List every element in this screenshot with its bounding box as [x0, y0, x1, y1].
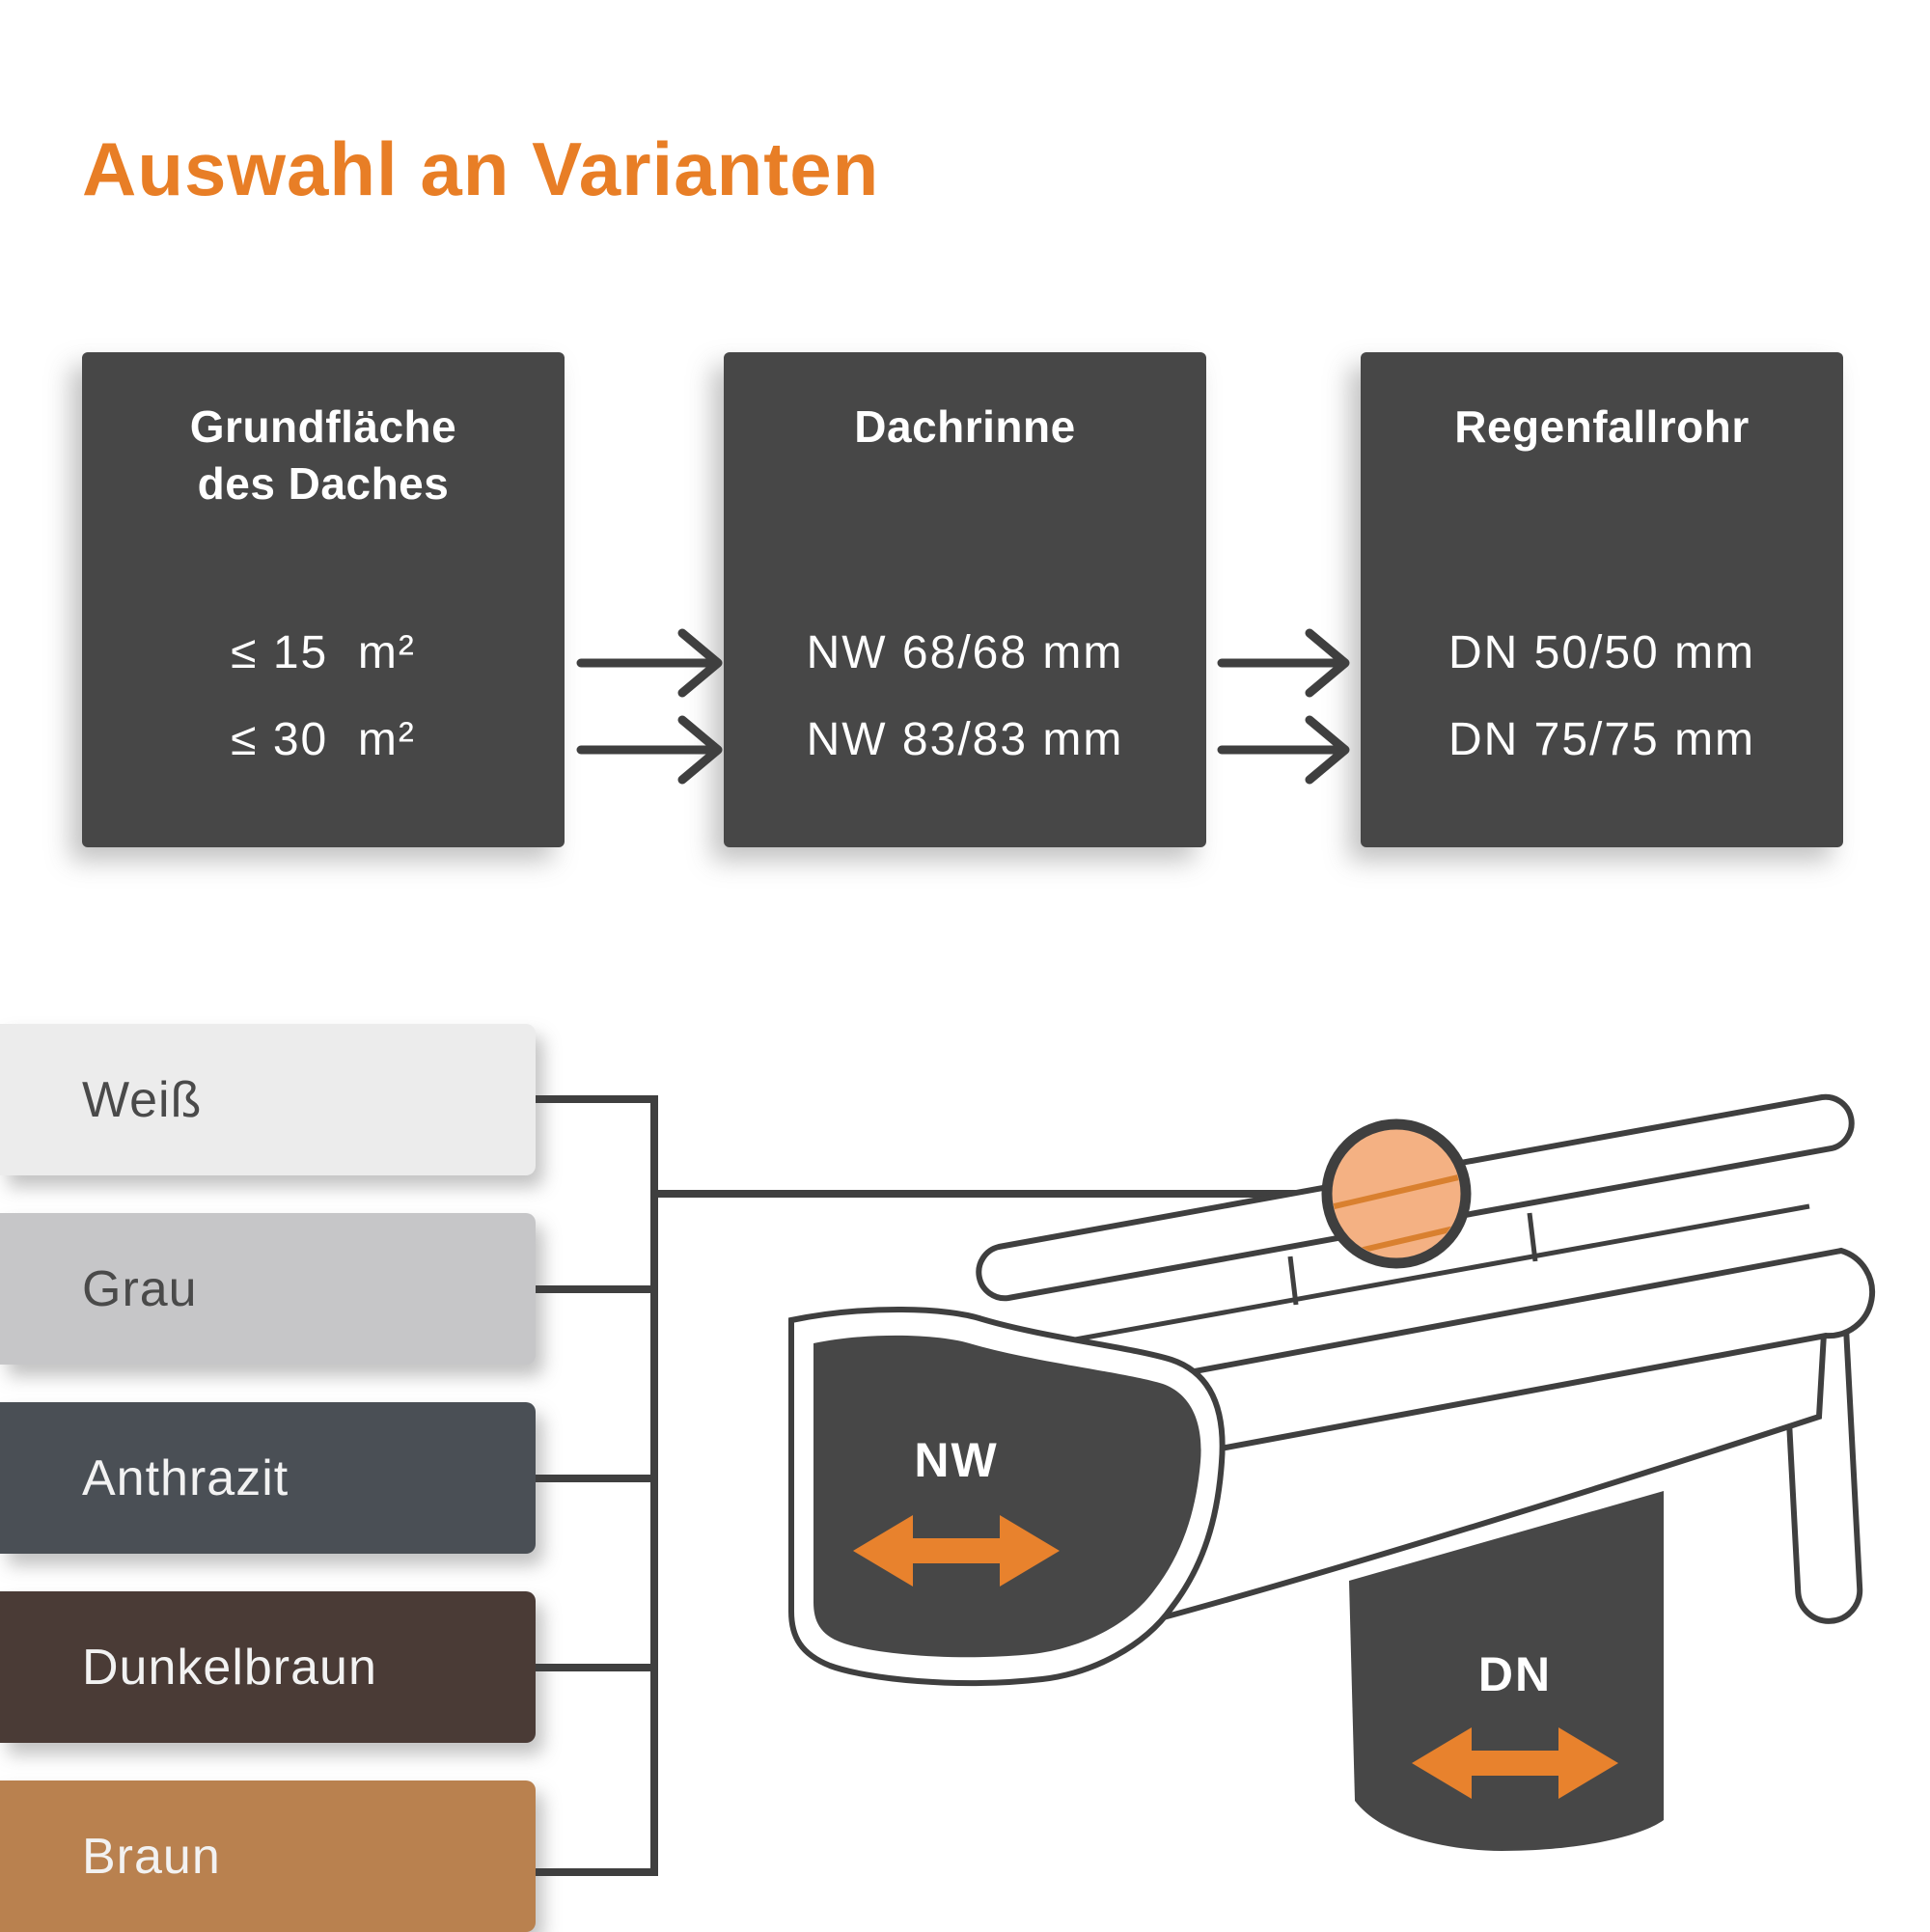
color-swatch-weiss: Weiß	[0, 1024, 536, 1175]
nw-width-arrow-icon	[853, 1515, 1060, 1587]
gutter-inner-edges	[1010, 1203, 1810, 1354]
flow-box-roof-area: Grundfläche des Daches ≤ 15 m² ≤ 30 m²	[82, 352, 565, 847]
flow-box-title: Regenfallrohr	[1454, 401, 1750, 452]
color-swatch-label: Braun	[82, 1828, 221, 1885]
flow-box-downpipe: Regenfallrohr DN 50/50 mm DN 75/75 mm	[1361, 352, 1843, 847]
flow-box-value: ≤ 30 m²	[231, 714, 416, 765]
flow-box-value: NW 68/68 mm	[806, 627, 1124, 678]
gutter-illustration: NW DN	[788, 1093, 1876, 1851]
flow-box-gutter: Dachrinne NW 68/68 mm NW 83/83 mm	[724, 352, 1206, 847]
color-swatch-braun: Braun	[0, 1780, 536, 1932]
downpipe-shape	[1349, 1491, 1664, 1851]
color-swatch-label: Dunkelbraun	[82, 1639, 377, 1696]
highlight-circle-icon	[1321, 1118, 1472, 1269]
gutter-trough-front	[973, 1330, 1828, 1656]
gutter-face-rim	[788, 1306, 1226, 1687]
gutter-width-label: NW	[914, 1433, 998, 1487]
color-swatch-anthrazit: Anthrazit	[0, 1402, 536, 1554]
color-swatch-label: Anthrazit	[82, 1449, 290, 1506]
connector-lines	[536, 1095, 1343, 1876]
gutter-front-bead	[932, 1247, 1876, 1500]
color-swatch-label: Grau	[82, 1260, 198, 1317]
color-swatch-dunkelbraun: Dunkelbraun	[0, 1591, 536, 1743]
color-swatch-label: Weiß	[82, 1071, 203, 1128]
color-swatch-grau: Grau	[0, 1213, 536, 1365]
flow-box-value: DN 50/50 mm	[1448, 627, 1756, 678]
dn-width-arrow-icon	[1412, 1727, 1618, 1799]
gutter-face-dark	[813, 1335, 1201, 1658]
gutter-back-bead	[976, 1093, 1855, 1302]
flow-box-value: DN 75/75 mm	[1448, 714, 1756, 765]
gutter-end-cap	[1780, 1290, 1863, 1624]
flow-box-value: ≤ 15 m²	[231, 627, 416, 678]
flow-box-title: Dachrinne	[854, 401, 1076, 452]
page-title: Auswahl an Varianten	[82, 126, 880, 211]
flow-box-value: NW 83/83 mm	[806, 714, 1124, 765]
downpipe-width-label: DN	[1478, 1647, 1552, 1701]
flow-box-title: Grundfläche des Daches	[189, 401, 457, 509]
